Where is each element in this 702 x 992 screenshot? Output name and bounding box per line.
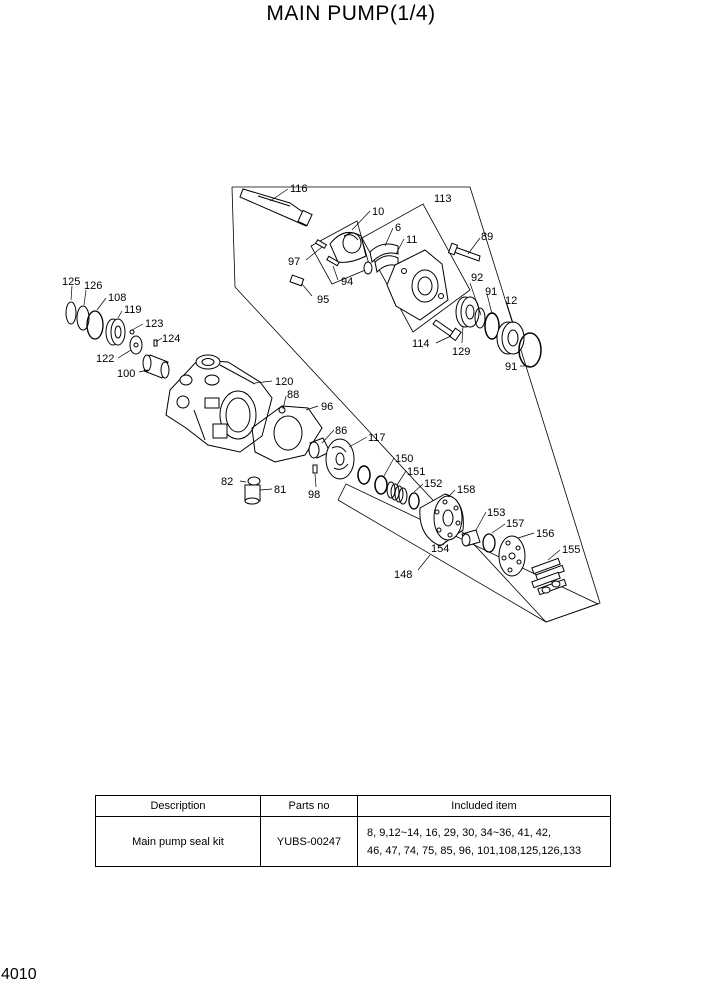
part-number-labels: 116 10 113 6 11 89 97 94 95 92 91 12 114…	[62, 183, 580, 581]
cylinder-block-158	[419, 493, 464, 547]
column-header-included-item: Included item	[357, 795, 611, 817]
label-92: 92	[471, 272, 483, 284]
drive-shaft-116	[239, 188, 313, 227]
included-items-line-2: 46, 47, 74, 75, 85, 96, 101,108,125,126,…	[367, 844, 582, 857]
spring-151	[386, 481, 408, 505]
bearing-129	[455, 296, 480, 328]
column-header-parts-no: Parts no	[260, 795, 358, 817]
seal-kit-table: Description Parts no Included item Main …	[95, 795, 611, 867]
cell-description: Main pump seal kit	[95, 816, 261, 867]
label-123: 123	[145, 318, 163, 330]
label-82: 82	[221, 476, 233, 488]
pin-98	[312, 464, 318, 474]
label-158: 158	[457, 484, 475, 496]
bolt-114	[432, 319, 462, 342]
leader-lines	[70, 188, 561, 571]
label-11: 11	[406, 234, 417, 246]
assembly-outline	[231, 186, 601, 623]
oring-92	[474, 307, 486, 329]
pump-housing-113	[386, 249, 449, 321]
ball-guide-153	[461, 529, 481, 547]
label-156: 156	[536, 528, 554, 540]
cell-included-items: 8, 9,12~14, 16, 29, 30, 34~36, 41, 42, 4…	[357, 816, 611, 867]
oring-108	[86, 310, 104, 340]
table-header-row: Description Parts no Included item	[95, 795, 611, 817]
label-119: 119	[124, 304, 142, 316]
label-151: 151	[407, 466, 425, 478]
label-108: 108	[108, 292, 126, 304]
ring-152	[408, 492, 420, 510]
label-153: 153	[487, 507, 505, 519]
label-117: 117	[368, 432, 386, 444]
sleeve-100	[142, 354, 170, 379]
label-89: 89	[481, 231, 493, 243]
page-number: 4010	[1, 966, 37, 983]
label-97: 97	[288, 256, 300, 268]
piston-assy-155	[531, 557, 567, 596]
label-120: 120	[275, 376, 293, 388]
label-148: 148	[394, 569, 412, 581]
table-row: Main pump seal kit YUBS-00247 8, 9,12~14…	[95, 816, 611, 867]
swash-plate-10	[329, 231, 367, 263]
plug-82-81	[244, 476, 261, 505]
label-86: 86	[335, 425, 347, 437]
label-98: 98	[308, 489, 320, 501]
label-126: 126	[84, 280, 102, 292]
spring-seat-150-a	[357, 465, 371, 485]
label-157: 157	[506, 518, 524, 530]
cell-parts-no: YUBS-00247	[260, 816, 358, 867]
oring-125	[65, 301, 77, 325]
key-95	[289, 274, 305, 287]
label-129: 129	[452, 346, 470, 358]
label-100: 100	[117, 368, 135, 380]
valve-plate-117	[325, 438, 355, 480]
label-81: 81	[274, 484, 286, 496]
label-124: 124	[162, 333, 180, 345]
snap-ring-91-b	[518, 332, 542, 368]
retainer-plate-156	[498, 535, 526, 577]
label-88: 88	[287, 389, 299, 401]
spring-seat-150	[374, 475, 388, 495]
ring-157	[482, 533, 496, 553]
label-94: 94	[341, 276, 353, 288]
included-items-line-1: 8, 9,12~14, 16, 29, 30, 34~36, 41, 42,	[367, 826, 552, 839]
bearing-119	[105, 318, 126, 346]
pin-123	[129, 329, 135, 335]
label-113: 113	[434, 193, 452, 205]
valve-block-120	[165, 354, 273, 453]
label-114: 114	[412, 338, 430, 350]
bolt-89	[447, 242, 481, 262]
label-154: 154	[431, 543, 449, 555]
pin-124	[153, 339, 158, 347]
label-125: 125	[62, 276, 80, 288]
label-95: 95	[317, 294, 329, 306]
pin-94	[326, 255, 340, 267]
label-122: 122	[96, 353, 114, 365]
label-91-upper: 91	[485, 286, 497, 298]
label-155: 155	[562, 544, 580, 556]
cover-12	[496, 321, 525, 355]
label-150: 150	[395, 453, 413, 465]
label-6: 6	[395, 222, 401, 234]
label-152: 152	[424, 478, 442, 490]
plate-122	[129, 335, 143, 355]
label-96: 96	[321, 401, 333, 413]
label-116: 116	[290, 183, 308, 195]
pin-88	[278, 406, 286, 414]
pin-97	[314, 239, 328, 249]
label-12: 12	[505, 295, 517, 307]
column-header-description: Description	[95, 795, 261, 817]
page-title: MAIN PUMP(1/4)	[266, 2, 436, 25]
label-91-lower: 91	[505, 361, 517, 373]
label-10: 10	[372, 206, 384, 218]
oring-126	[76, 305, 90, 331]
